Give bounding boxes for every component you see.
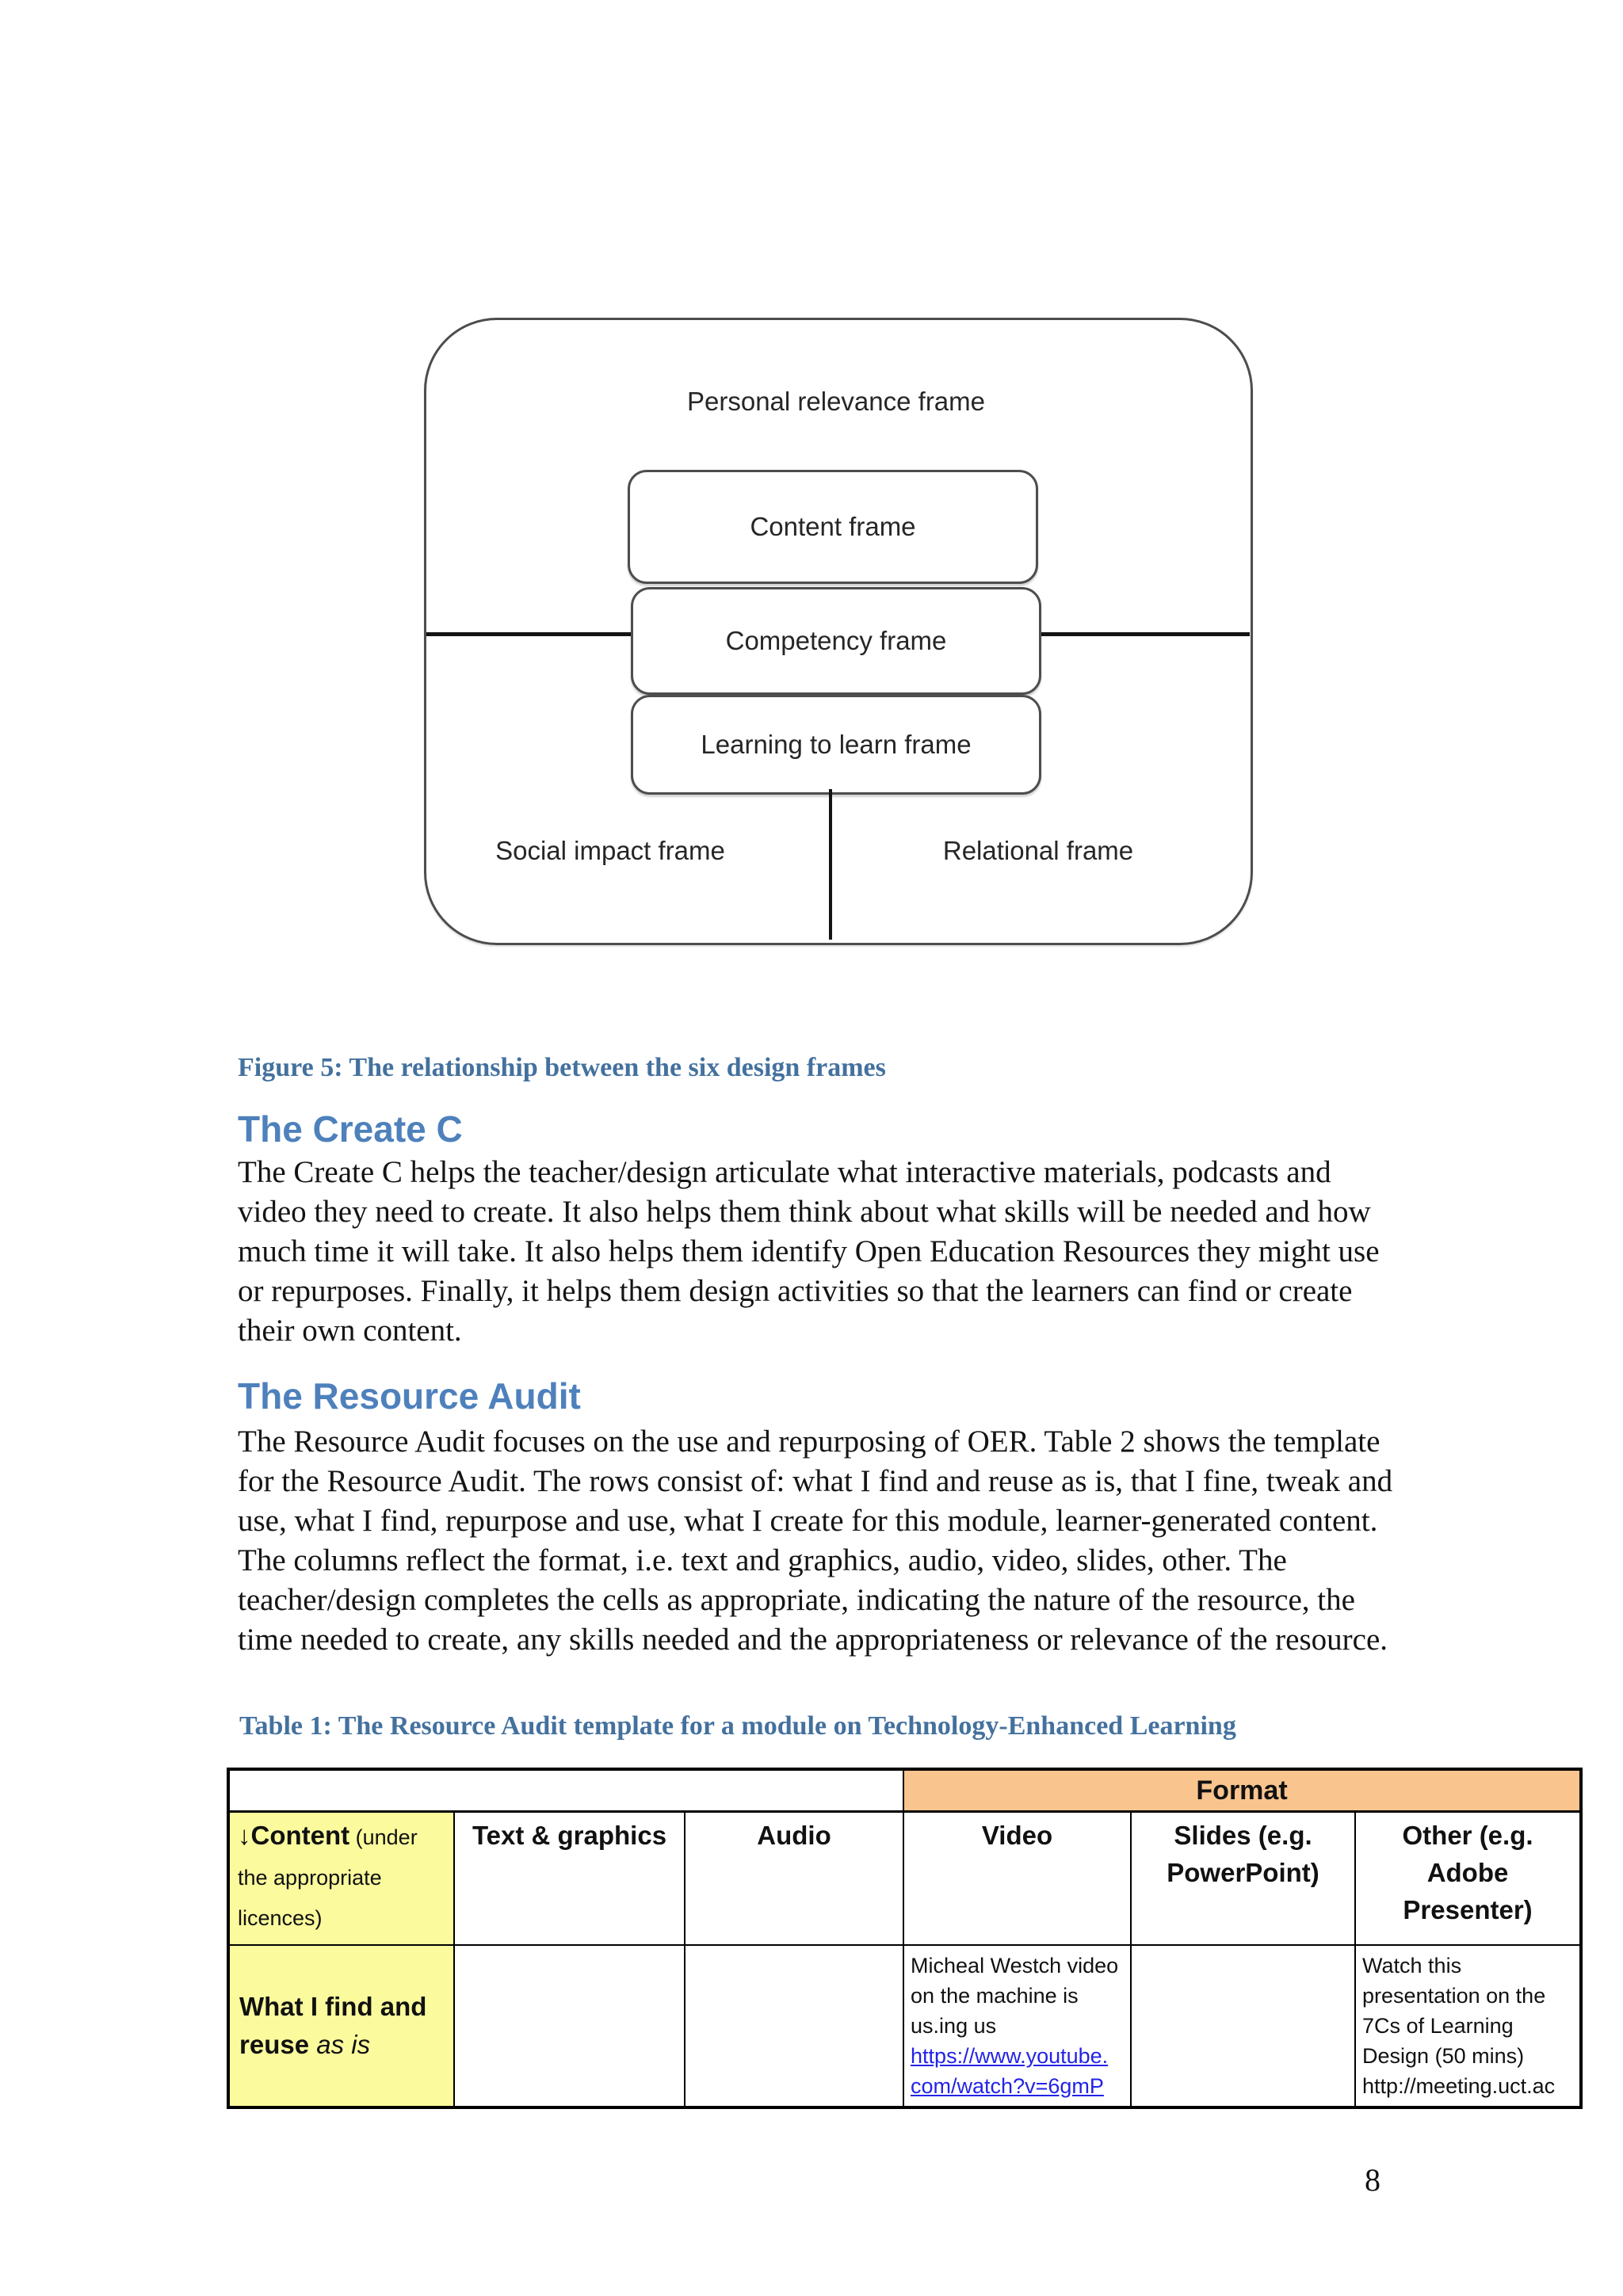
content-frame-label: Content frame [750, 512, 916, 541]
learning-to-learn-frame-box: Learning to learn frame [631, 695, 1041, 795]
row-label-cell: What I find and reuse as is [227, 1944, 455, 2109]
social-impact-frame-label: Social impact frame [495, 836, 725, 865]
header-slides: Slides (e.g. PowerPoint) [1130, 1810, 1357, 1946]
header-text-graphics: Text & graphics [453, 1810, 685, 1946]
table-format-row: Format [226, 1768, 1583, 1813]
learning-to-learn-frame-label: Learning to learn frame [701, 730, 972, 759]
cell-slides [1130, 1944, 1357, 2109]
content-header-bold: ↓Content [238, 1821, 350, 1850]
header-audio: Audio [683, 1810, 905, 1946]
diagram-vertical-divider [829, 789, 832, 940]
heading-the-resource-audit: The Resource Audit [238, 1375, 581, 1417]
paragraph-create-c: The Create C helps the teacher/design ar… [238, 1155, 1380, 1348]
competency-frame-label: Competency frame [725, 626, 947, 655]
content-header-cell: ↓Content (under the appropriate licences… [227, 1810, 455, 1946]
cell-text-graphics [453, 1944, 685, 2109]
table-empty-header-cell [226, 1768, 905, 1813]
youtube-link[interactable]: https://www.youtube.com/watch?v=6gmP [911, 2044, 1109, 2098]
cell-other: Watch this presentation on the 7Cs of Le… [1354, 1944, 1583, 2109]
table-header-row: ↓Content (under the appropriate licences… [227, 1810, 1583, 1946]
figure-caption: Figure 5: The relationship between the s… [238, 1053, 886, 1082]
competency-frame-box: Competency frame [631, 587, 1041, 695]
content-header-note: (under the appropriate licences) [238, 1825, 418, 1930]
header-other: Other (e.g. Adobe Presenter) [1354, 1810, 1583, 1946]
format-header-cell: Format [903, 1768, 1583, 1813]
resource-audit-table: Format ↓Content (under the appropriate l… [226, 1768, 1583, 2109]
personal-relevance-frame-outline [424, 318, 1253, 945]
page-number: 8 [1365, 2162, 1381, 2198]
heading-the-create-c: The Create C [238, 1108, 463, 1150]
table-row-find-reuse: What I find and reuse as is Micheal West… [227, 1944, 1583, 2109]
cell-video: Micheal Westch video on the machine is u… [903, 1944, 1132, 2109]
video-cell-text: Micheal Westch video on the machine is u… [911, 1954, 1119, 2038]
content-frame-box: Content frame [628, 470, 1038, 584]
paragraph-resource-audit: The Resource Audit focuses on the use an… [238, 1425, 1393, 1657]
table-caption: Table 1: The Resource Audit template for… [239, 1711, 1236, 1741]
personal-relevance-frame-label: Personal relevance frame [686, 387, 986, 416]
row-label-bold: What I find and reuse [239, 1992, 427, 2059]
row-label-italic: as is [316, 2030, 371, 2059]
cell-audio [683, 1944, 905, 2109]
relational-frame-label: Relational frame [942, 836, 1134, 865]
header-video: Video [903, 1810, 1132, 1946]
